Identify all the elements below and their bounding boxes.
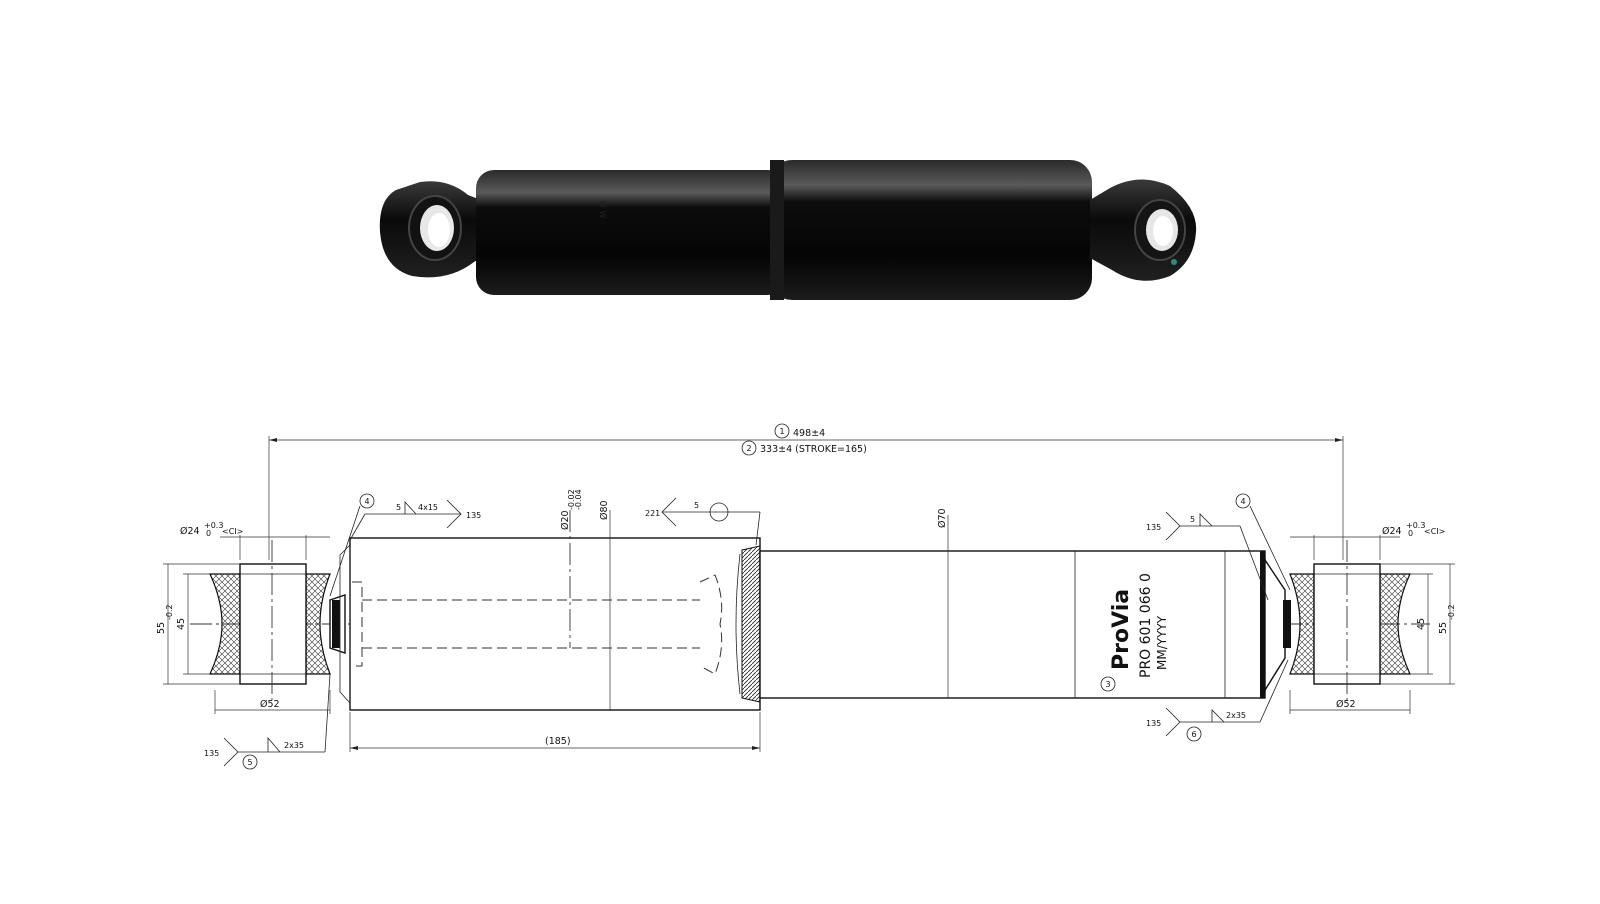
overall-length-dimension: 1 498±4 2 333±4 (STROKE=165) <box>268 423 1344 560</box>
left-bore-label: Ø24 <box>180 526 200 537</box>
right-bore-suffix: <CI> <box>1424 527 1445 536</box>
left-neck <box>329 594 346 654</box>
right-bottom-weld-angle: 135 <box>1146 719 1161 728</box>
right-bore-tol-lower: 0 <box>1408 529 1413 538</box>
callout-1-marker <box>774 423 790 439</box>
right-bore-label: Ø24 <box>1382 526 1402 537</box>
callout-1-label: 1 <box>779 427 784 436</box>
dust-tube-diameter-label: Ø80 <box>599 500 610 520</box>
callout-3-marker <box>1100 676 1116 692</box>
callout-3-label: 3 <box>1105 680 1110 689</box>
left-eye-width-label: 55 <box>156 622 167 634</box>
right-top-weld-size: 5 <box>1190 515 1195 524</box>
weld-221-size: 5 <box>694 501 699 510</box>
right-bore-tol-upper: +0.3 <box>1406 521 1425 530</box>
left-bore-tol-lower: 0 <box>206 529 211 538</box>
rod-tol-lower: -0.04 <box>574 489 583 510</box>
top-weld-size: 5 <box>396 503 401 512</box>
right-weld-symbols: 135 5 135 2x35 6 <box>1146 511 1289 742</box>
left-eye-section: Ø24 +0.3 0 <CI> 55 -0.2 45 Ø52 135 <box>156 521 331 770</box>
pressure-tube: Ø70 ProVia PRO 601 066 0 MM/YYYY 3 <box>759 508 1269 699</box>
dust-tube-length-label: (185) <box>545 736 571 747</box>
right-eye-section: Ø24 +0.3 0 <CI> 45 55 -0.2 Ø52 4 <box>1235 493 1456 714</box>
left-eye-diameter-label: Ø52 <box>260 699 280 710</box>
technical-drawing: 1 498±4 2 333±4 (STROKE=165) Ø24 +0.3 0 … <box>156 423 1456 770</box>
photo-left-eye <box>379 181 494 278</box>
right-top-weld-angle: 135 <box>1146 523 1161 532</box>
left-bushing-width-label: 45 <box>176 618 187 630</box>
left-bore-tol-upper: +0.3 <box>204 521 223 530</box>
right-neck <box>1264 557 1291 693</box>
callout-5-label: 5 <box>247 758 252 767</box>
left-weld-angle: 135 <box>204 749 219 758</box>
callout-4-left-label: 4 <box>364 497 369 506</box>
svg-text:W W: W W <box>598 200 607 218</box>
pressure-tube-diameter-label: Ø70 <box>937 508 948 528</box>
left-weld-spec: 2x35 <box>284 741 304 750</box>
callout-4-right-label: 4 <box>1240 497 1245 506</box>
callout-5-marker <box>242 754 258 770</box>
rod-diameter-label: Ø20 <box>560 510 571 530</box>
right-eye-width-label: 55 <box>1438 622 1449 634</box>
right-bushing-width-label: 45 <box>1416 618 1427 630</box>
dust-tube: Ø20 -0.02 -0.04 Ø80 (185) 5 4x15 135 4 <box>329 489 761 752</box>
photo-dust-cover <box>770 160 1092 300</box>
closed-length-label: 333±4 (STROKE=165) <box>760 444 867 455</box>
callout-4-right-marker <box>1235 493 1251 509</box>
photo-pressure-tube: W W <box>476 170 786 295</box>
left-bore-suffix: <CI> <box>222 527 243 536</box>
brand-logo-text: ProVia <box>1109 589 1134 670</box>
callout-2-label: 2 <box>746 444 751 453</box>
left-eye-width-tol: -0.2 <box>165 604 174 620</box>
callout-2-marker <box>741 440 757 456</box>
seal-coil <box>735 545 761 703</box>
rod-tol-upper: -0.02 <box>567 489 576 510</box>
right-eye-width-tol: -0.2 <box>1447 604 1456 620</box>
callout-4-left-marker <box>359 493 375 509</box>
top-weld-spec: 4x15 <box>418 503 438 512</box>
product-photo: W W <box>379 160 1197 300</box>
callout-6-label: 6 <box>1191 730 1196 739</box>
top-weld-angle: 135 <box>466 511 481 520</box>
overall-length-label: 498±4 <box>793 428 825 439</box>
part-number-label: PRO 601 066 0 <box>1138 573 1154 678</box>
callout-6-marker <box>1186 726 1202 742</box>
right-eye-diameter-label: Ø52 <box>1336 699 1356 710</box>
photo-right-eye <box>1090 179 1197 281</box>
right-bottom-weld-spec: 2x35 <box>1226 711 1246 720</box>
date-code-label: MM/YYYY <box>1155 615 1169 670</box>
weld-221-label: 221 <box>645 509 660 518</box>
